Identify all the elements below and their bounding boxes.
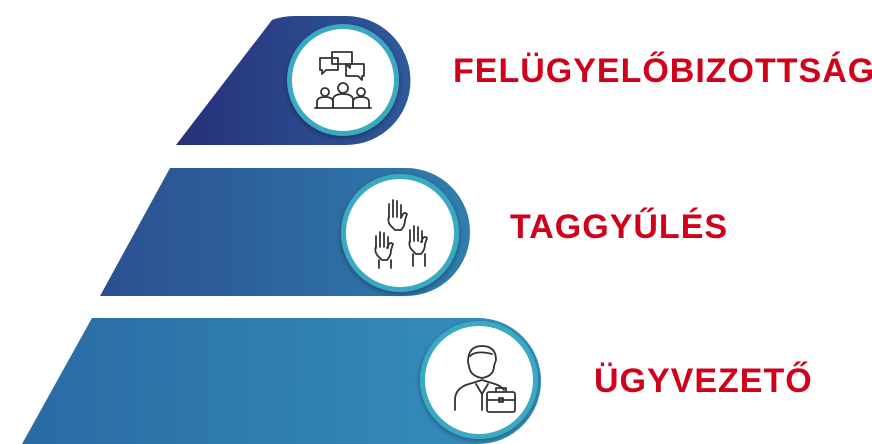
board-meeting-icon <box>314 51 372 109</box>
tier-bot-badge <box>420 321 538 439</box>
tier-bot-label: ÜGYVEZETŐ <box>594 362 813 400</box>
tier-top-label: FELÜGYELŐBIZOTTSÁG <box>453 52 872 90</box>
tier-mid-badge <box>341 174 459 292</box>
manager-briefcase-icon <box>454 345 516 413</box>
tier-top-badge <box>287 24 399 136</box>
tier-bot-shape <box>22 318 541 444</box>
tier-mid-label: TAGGYŰLÉS <box>510 208 729 246</box>
raised-hands-icon <box>374 199 428 269</box>
